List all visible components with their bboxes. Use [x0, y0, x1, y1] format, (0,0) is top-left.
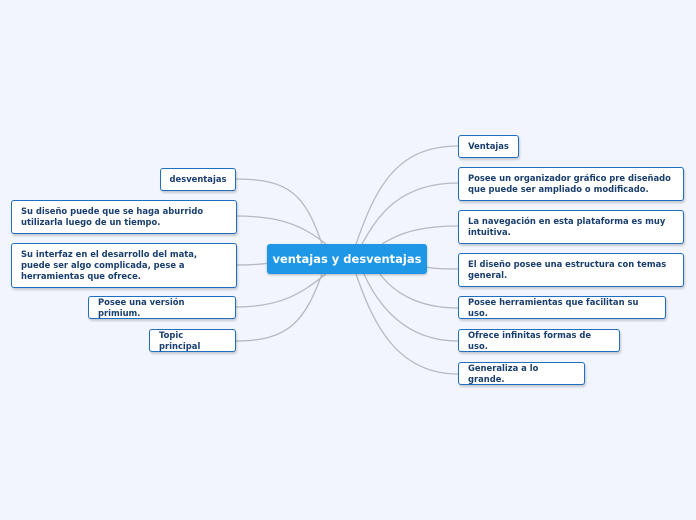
topic-label: Su interfaz en el desarrollo del mata, p… [21, 249, 198, 281]
topic-advantage-generalize[interactable]: Generaliza a lo grande. [458, 362, 585, 385]
connector-right-3 [381, 225, 459, 245]
topic-advantage-navigation[interactable]: La navegación en esta plataforma es muy … [458, 210, 684, 244]
topic-label: Ventajas [468, 141, 509, 151]
connector-left-4 [235, 273, 327, 308]
central-topic[interactable]: ventajas y desventajas [267, 244, 427, 274]
topic-principal[interactable]: Topic principal [149, 329, 236, 352]
connector-right-6 [363, 273, 459, 342]
connector-right-1 [355, 145, 459, 245]
topic-label: Posee una versión primium. [98, 296, 185, 318]
topic-desventajas[interactable]: desventajas [160, 168, 236, 191]
topic-advantage-organizer[interactable]: Posee un organizador gráfico pre diseñad… [458, 167, 684, 201]
connector-left-5 [235, 273, 323, 342]
topic-label: La navegación en esta plataforma es muy … [468, 216, 666, 237]
connector-left-2 [235, 215, 327, 245]
connector-right-5 [379, 273, 459, 309]
connector-right-7 [355, 273, 459, 375]
connector-right-2 [361, 182, 459, 245]
topic-advantage-forms[interactable]: Ofrece infinitas formas de uso. [458, 329, 620, 352]
connector-left-1 [235, 178, 323, 245]
topic-label: Posee herramientas que facilitan su uso. [468, 296, 639, 318]
topic-label: Topic principal [159, 329, 201, 351]
topic-advantage-design[interactable]: El diseño posee una estructura con temas… [458, 253, 684, 287]
topic-label: Ofrece infinitas formas de uso. [468, 329, 592, 351]
topic-advantage-tools[interactable]: Posee herramientas que facilitan su uso. [458, 296, 666, 319]
topic-label: Generaliza a lo grande. [468, 362, 539, 384]
topic-label: desventajas [169, 174, 227, 184]
topic-disadvantage-premium[interactable]: Posee una versión primium. [88, 296, 236, 319]
topic-disadvantage-interface[interactable]: Su interfaz en el desarrollo del mata, p… [11, 243, 237, 288]
topic-disadvantage-boring[interactable]: Su diseño puede que se haga aburrido uti… [11, 200, 237, 234]
topic-label: Posee un organizador gráfico pre diseñad… [468, 173, 671, 194]
topic-ventajas[interactable]: Ventajas [458, 135, 519, 158]
topic-label: El diseño posee una estructura con temas… [468, 259, 667, 280]
topic-label: Su diseño puede que se haga aburrido uti… [21, 206, 204, 227]
connector-right-4 [426, 266, 459, 270]
